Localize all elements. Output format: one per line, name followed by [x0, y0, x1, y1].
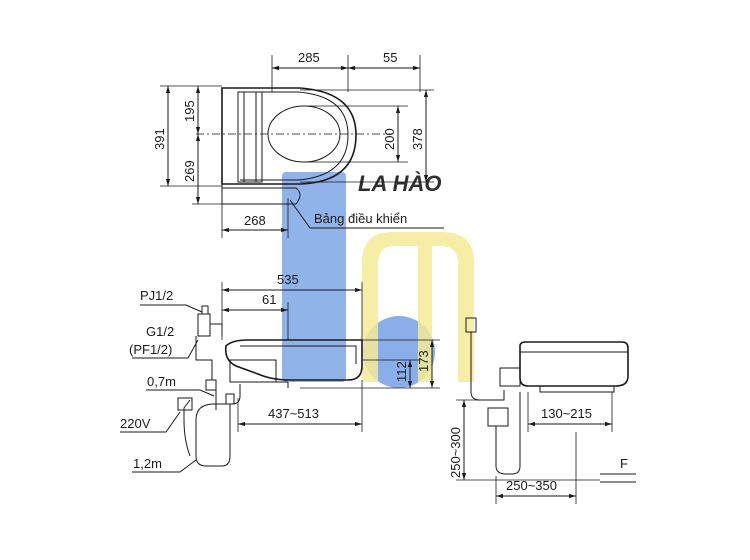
watermark-text: LA HÀO: [358, 171, 442, 196]
side-view: 535 61 112 173 437~513 PJ1/2: [120, 272, 440, 473]
label-power: 220V: [120, 416, 151, 431]
seat-hinge-block: [237, 91, 263, 183]
label-pf: (PF1/2): [129, 342, 172, 357]
watermark-yellow-stripe: [418, 246, 432, 382]
watermark-yellow-arch: [362, 232, 474, 382]
power-plug: [177, 397, 193, 411]
label-hose: 0,7m: [147, 374, 176, 389]
label-cord: 1,2m: [133, 456, 162, 471]
valve-body: [197, 313, 211, 337]
dim-535: 535: [277, 272, 299, 287]
right-cord: [495, 392, 521, 475]
dim-268: 268: [244, 213, 266, 228]
label-pj: PJ1/2: [140, 288, 173, 303]
control-unit: [499, 367, 521, 387]
seat-top-outline: [221, 87, 357, 185]
floor-cut-label: F: [620, 456, 628, 471]
dim-250-300: 250~300: [448, 427, 463, 478]
dim-391: 391: [152, 128, 167, 150]
right-view: 130~215 250~300 250~350 F: [448, 317, 636, 504]
dim-173: 173: [416, 350, 431, 372]
watermark-blue-circle: [363, 316, 435, 388]
dim-61: 61: [262, 292, 276, 307]
dim-195: 195: [182, 100, 197, 122]
power-cord: [195, 384, 241, 467]
seat-top-inner: [240, 91, 349, 181]
label-g: G1/2: [146, 324, 174, 339]
dim-378: 378: [410, 128, 425, 150]
dim-55: 55: [383, 50, 397, 65]
seat-side-outline: [224, 339, 363, 381]
control-panel-label: Bảng điều khiển: [314, 211, 407, 226]
dim-250-350: 250~350: [506, 478, 557, 493]
dim-269: 269: [182, 160, 197, 182]
top-view: 285 55 391 195 269 200 378: [152, 50, 444, 238]
dim-200: 200: [382, 128, 397, 150]
dim-437-513: 437~513: [268, 406, 319, 421]
side-hinge-box: [229, 359, 277, 383]
watermark-logo: LA HÀO: [282, 171, 474, 388]
dim-112: 112: [394, 361, 409, 382]
watermark-blue-bar: [282, 172, 346, 382]
dim-130-215: 130~215: [541, 406, 592, 421]
seat-front-outline: [519, 341, 629, 387]
dim-285: 285: [298, 50, 320, 65]
base-plate: [221, 184, 301, 205]
